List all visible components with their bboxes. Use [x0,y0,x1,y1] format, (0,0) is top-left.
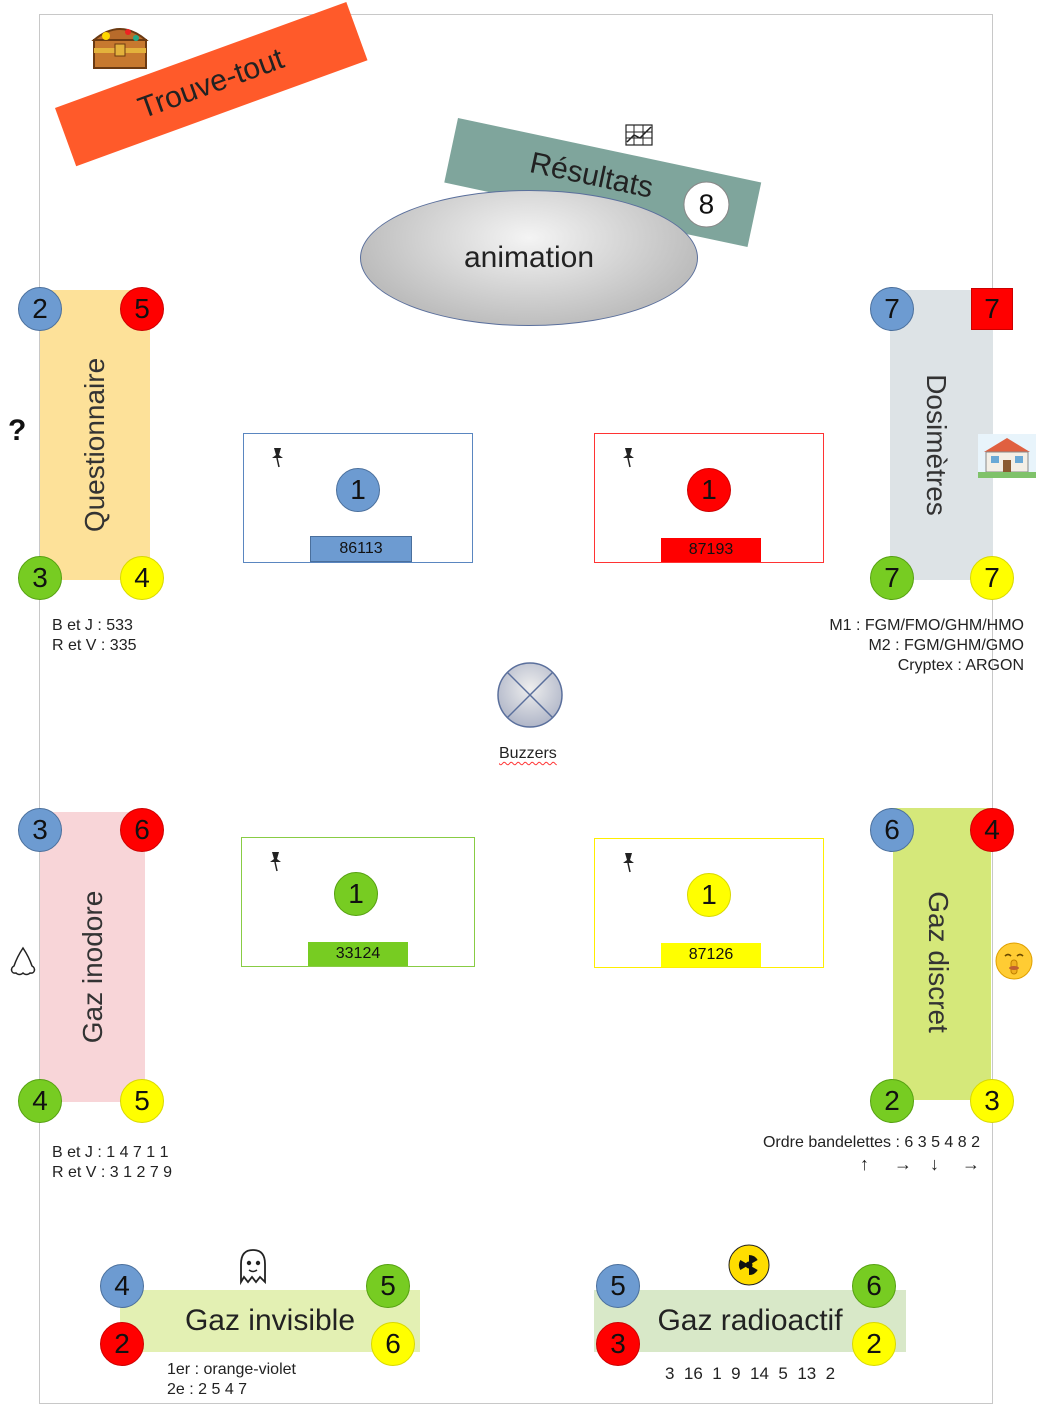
cross-circle-icon [497,662,563,728]
gaz-invisible-label: Gaz invisible [184,1304,356,1337]
gaz-inodore-label: Gaz inodore [77,890,108,1044]
team-number-yellow: 1 [687,873,731,917]
team-code-red: 87193 [661,538,761,562]
questionnaire-corner-red: 5 [120,287,164,331]
buzzers-label: Buzzers [499,745,557,762]
arrow-up-icon: ↑ [860,1154,869,1174]
gaz-invisible-corner-green: 5 [366,1264,410,1308]
gaz-inodore-corner-blue: 3 [18,808,62,852]
dosimetres-corner-green: 7 [870,556,914,600]
question-mark-icon: ? [8,414,27,447]
gaz-radioactif-corner-red: 3 [596,1322,640,1366]
gaz-discret-corner-green: 2 [870,1079,914,1123]
dosimetres-label: Dosimètres [921,374,952,516]
team-box-blue: 1 86113 [243,433,473,563]
gaz-discret-note: Ordre bandelettes : 6 3 5 4 8 2 [762,1134,980,1151]
ghost-icon [240,1249,266,1286]
gaz-inodore-corner-yellow: 5 [120,1079,164,1123]
gaz-discret-label: Gaz discret [923,891,954,1033]
treasure-chest-icon [91,28,149,69]
radiation-icon [728,1244,770,1286]
questionnaire-station [40,290,150,580]
arrow-right-icon: → [962,1154,980,1174]
nose-icon [10,946,36,976]
dosimetres-station [890,290,993,580]
gaz-invisible-corner-blue: 4 [100,1264,144,1308]
team-box-green: 1 33124 [241,837,475,967]
arrow-down-icon: ↓ [930,1154,939,1174]
gaz-discret-corner-yellow: 3 [970,1079,1014,1123]
gaz-inodore-corner-green: 4 [18,1079,62,1123]
questionnaire-corner-green: 3 [18,556,62,600]
team-number-green: 1 [334,872,378,916]
gaz-radioactif-corner-green: 6 [852,1264,896,1308]
gaz-inodore-note-1: B et J : 1 4 7 1 1 [52,1144,169,1161]
gaz-inodore-corner-red: 6 [120,808,164,852]
team-code-yellow: 87126 [661,943,761,967]
team-code-green: 33124 [308,942,408,966]
animation-ellipse: animation [360,190,698,326]
pushpin-icon [623,853,634,873]
gaz-inodore-station [40,812,145,1102]
page-frame [39,14,993,1404]
gaz-inodore-note-2: R et V : 3 1 2 7 9 [52,1164,173,1181]
dosimetres-corner-red: 7 [971,288,1013,330]
team-number-blue: 1 [336,468,380,512]
questionnaire-label: Questionnaire [79,357,110,533]
gaz-invisible-station: Gaz invisible [120,1290,420,1352]
gaz-radioactif-corner-blue: 5 [596,1264,640,1308]
chart-icon [625,124,653,146]
gaz-invisible-note-1: 1er : orange-violet [167,1361,296,1378]
team-box-yellow: 1 87126 [594,838,824,968]
resultats-number: 8 [683,181,730,228]
gaz-invisible-corner-yellow: 6 [371,1322,415,1366]
dosimetres-note-1: M1 : FGM/FMO/GHM/HMO [829,617,1024,634]
dosimetres-corner-yellow: 7 [970,556,1014,600]
house-icon [978,434,1036,478]
questionnaire-note-1: B et J : 533 [52,617,133,634]
pushpin-icon [270,852,281,872]
gaz-radioactif-note: 3 16 1 9 14 5 13 2 [665,1364,836,1383]
gaz-discret-station [893,808,991,1100]
questionnaire-corner-blue: 2 [18,287,62,331]
pushpin-icon [272,448,283,468]
dosimetres-note-2: M2 : FGM/GHM/GMO [868,637,1024,654]
gaz-discret-corner-blue: 6 [870,808,914,852]
questionnaire-corner-yellow: 4 [120,556,164,600]
team-box-red: 1 87193 [594,433,824,563]
gaz-invisible-corner-red: 2 [100,1322,144,1366]
pushpin-icon [623,448,634,468]
gaz-radioactif-corner-yellow: 2 [852,1322,896,1366]
shush-emoji-icon [995,942,1033,980]
animation-label: animation [463,241,595,274]
gaz-radioactif-label: Gaz radioactif [657,1304,843,1337]
team-number-red: 1 [687,468,731,512]
gaz-invisible-note-2: 2e : 2 5 4 7 [167,1381,248,1398]
team-code-blue: 86113 [310,536,412,562]
gaz-discret-corner-red: 4 [970,808,1014,852]
dosimetres-corner-blue: 7 [870,287,914,331]
dosimetres-note-3: Cryptex : ARGON [897,657,1024,674]
questionnaire-note-2: R et V : 335 [52,637,137,654]
arrow-right-icon: → [894,1154,912,1174]
